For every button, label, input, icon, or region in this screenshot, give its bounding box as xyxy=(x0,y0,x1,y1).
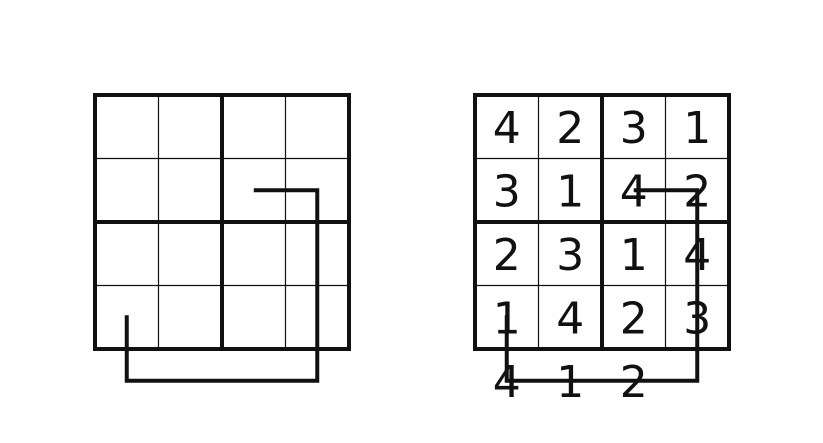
cell-digit[interactable]: 2 xyxy=(620,293,648,344)
path-line xyxy=(124,188,320,383)
grid-border xyxy=(473,93,731,351)
grid-border xyxy=(93,93,351,351)
cell-digit[interactable]: 4 xyxy=(493,103,521,154)
cell-digit[interactable]: 1 xyxy=(556,166,584,217)
cell-digit[interactable]: 3 xyxy=(620,103,648,154)
cell-digit[interactable]: 3 xyxy=(556,230,584,281)
cell-digit[interactable]: 2 xyxy=(493,230,521,281)
cell-digit[interactable]: 1 xyxy=(620,230,648,281)
cell-digit[interactable]: 2 xyxy=(556,103,584,154)
path-line xyxy=(504,188,700,383)
cell-digit[interactable]: 3 xyxy=(493,166,521,217)
cell-digit[interactable]: 4 xyxy=(556,293,584,344)
cell-digit[interactable]: 1 xyxy=(683,103,711,154)
puzzle-board xyxy=(93,93,351,383)
